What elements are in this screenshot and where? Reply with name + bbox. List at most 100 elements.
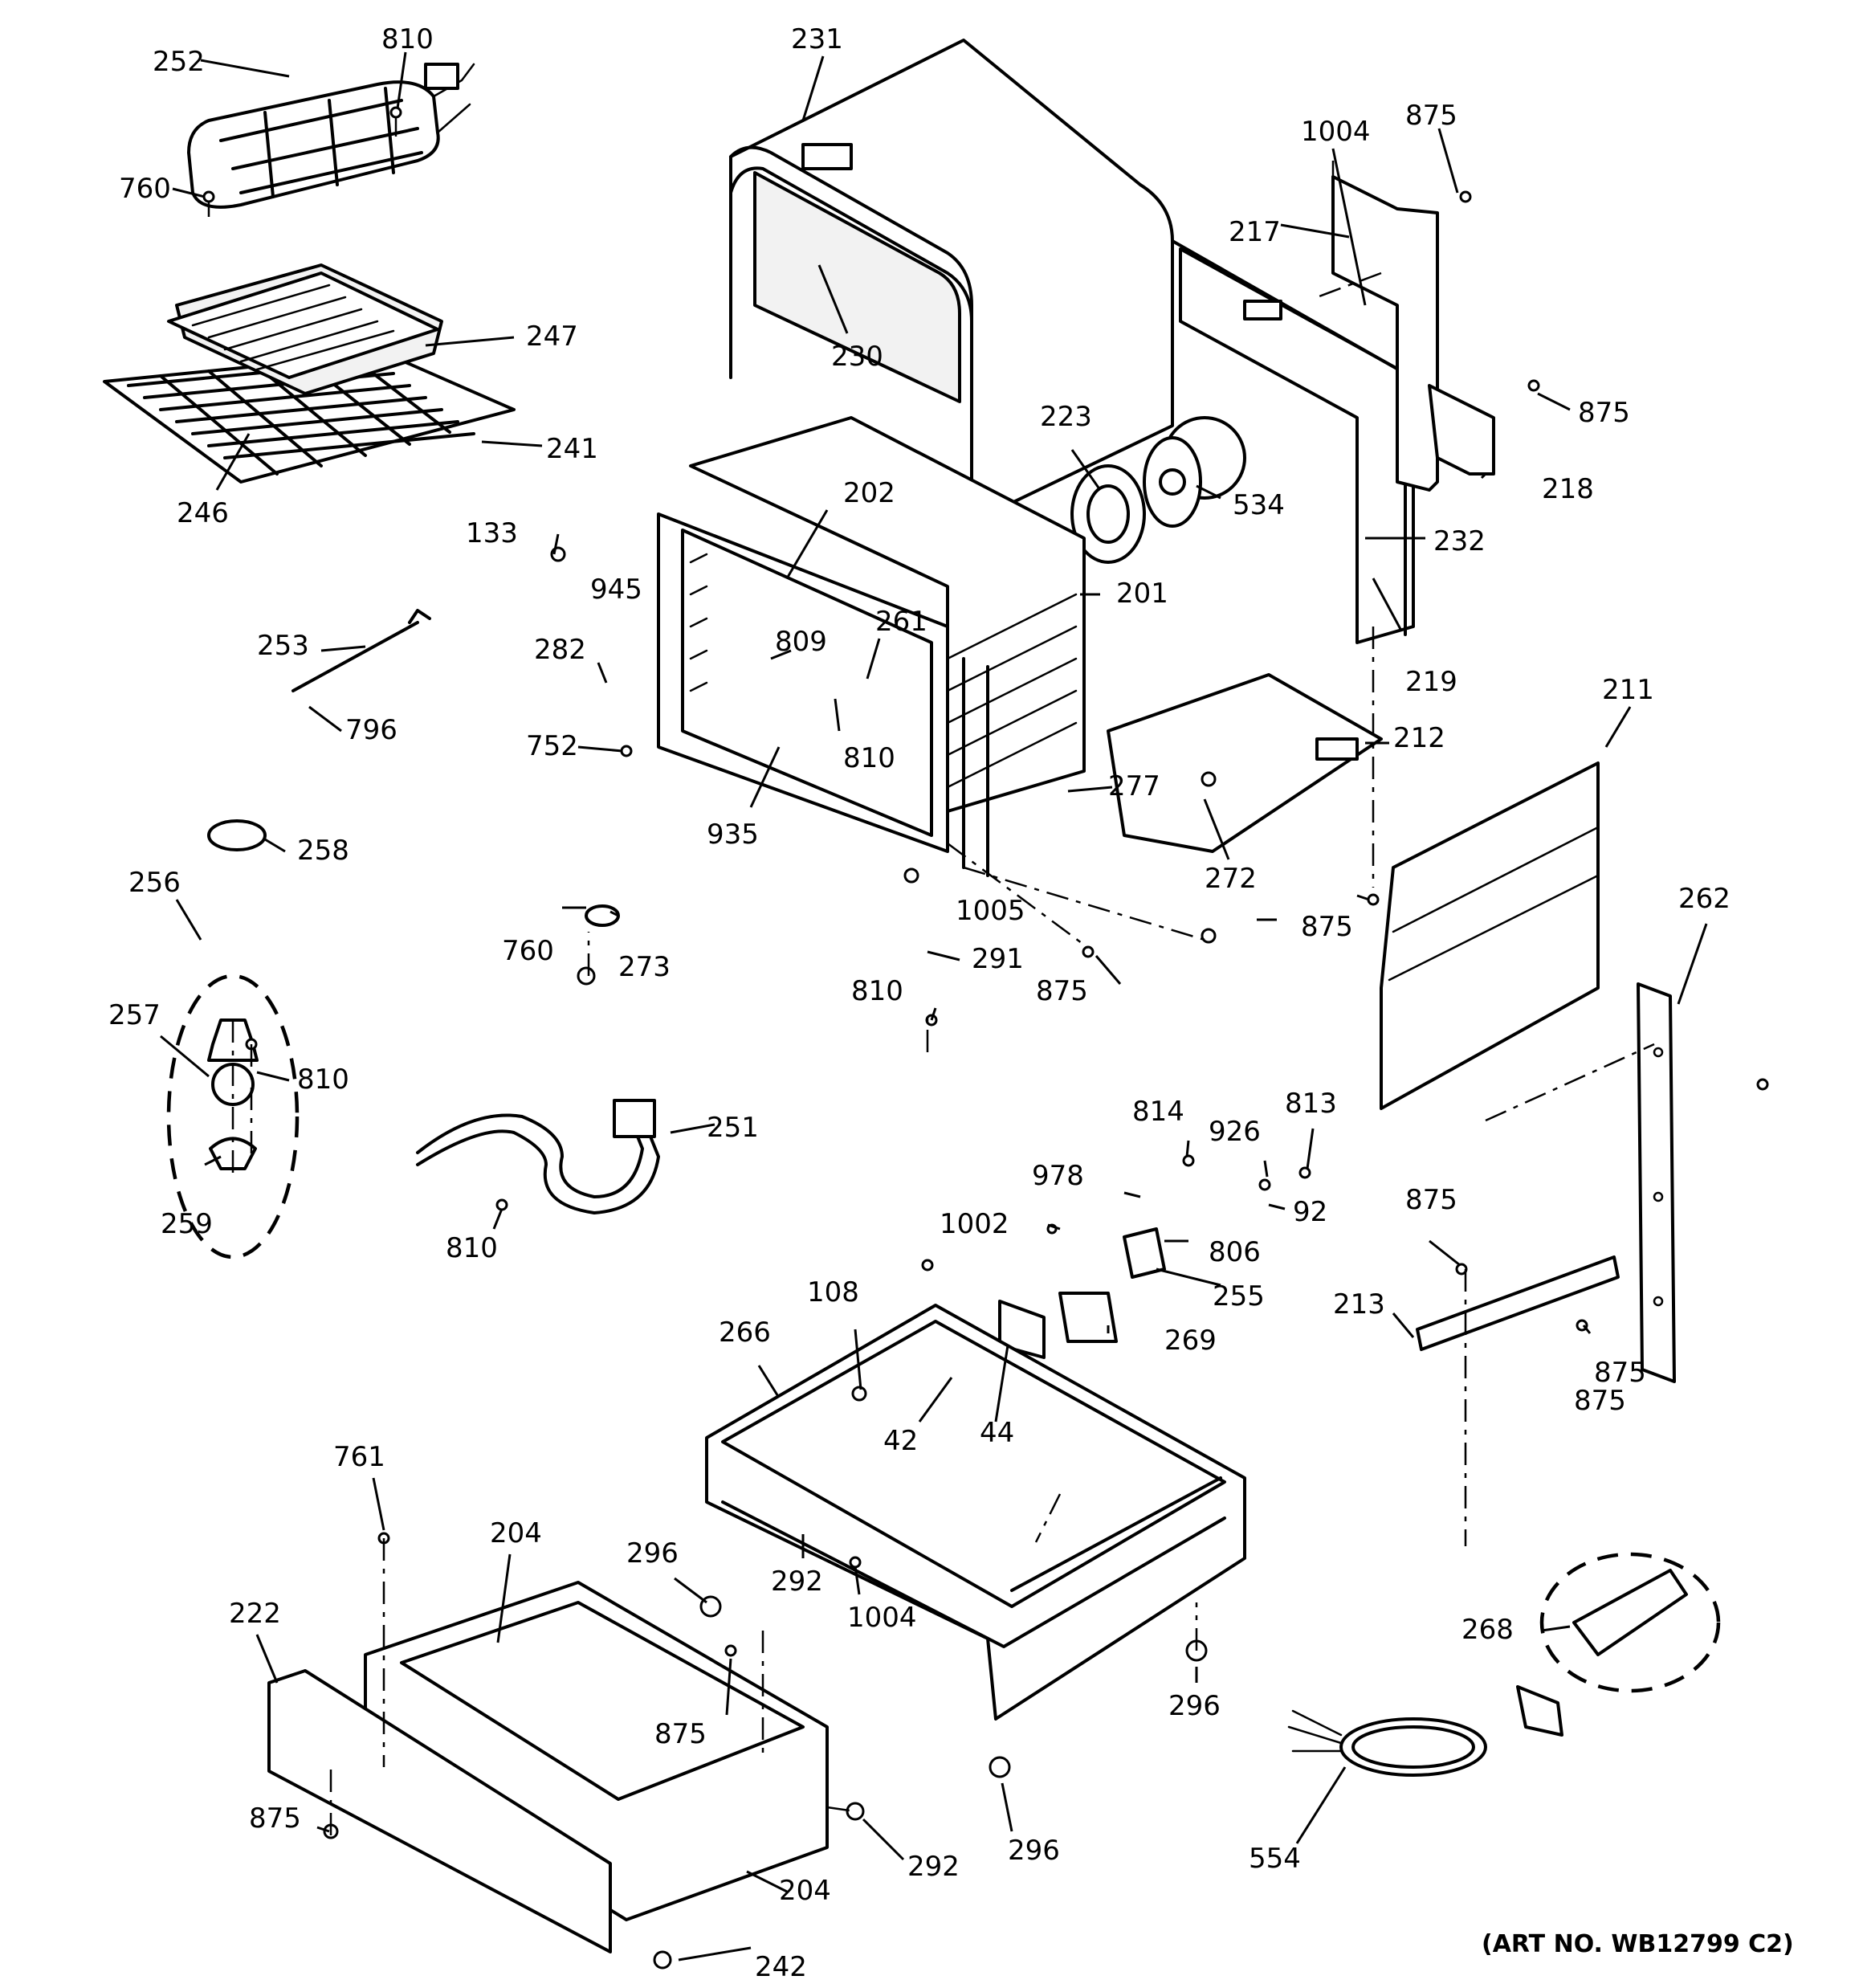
callout-810: 810 bbox=[381, 23, 434, 55]
callout-292: 292 bbox=[907, 1851, 960, 1883]
gasket-258 bbox=[207, 819, 267, 851]
callout-761: 761 bbox=[333, 1441, 385, 1473]
callout-760: 760 bbox=[119, 173, 171, 205]
callout-219: 219 bbox=[1405, 666, 1457, 698]
callout-935: 935 bbox=[707, 818, 759, 851]
storage-drawer bbox=[267, 1581, 829, 1953]
callout-223: 223 bbox=[1040, 401, 1092, 433]
callout-213: 213 bbox=[1333, 1288, 1385, 1321]
callout-1002: 1002 bbox=[940, 1208, 1009, 1240]
callout-752: 752 bbox=[526, 730, 578, 762]
callout-296: 296 bbox=[1168, 1690, 1221, 1722]
callout-204: 204 bbox=[779, 1875, 831, 1907]
callout-282: 282 bbox=[534, 634, 586, 666]
callout-945: 945 bbox=[590, 574, 642, 606]
callout-262: 262 bbox=[1678, 883, 1731, 915]
leader-lines bbox=[160, 51, 1708, 1961]
callout-273: 273 bbox=[618, 951, 671, 983]
rear-brackets bbox=[1331, 175, 1495, 492]
callout-814: 814 bbox=[1132, 1096, 1184, 1128]
callout-258: 258 bbox=[297, 835, 349, 867]
bake-element-251 bbox=[416, 1099, 660, 1214]
detail-268 bbox=[1539, 1552, 1721, 1693]
callout-296: 296 bbox=[626, 1537, 679, 1570]
callout-875: 875 bbox=[249, 1802, 301, 1835]
callout-1004: 1004 bbox=[1301, 116, 1371, 148]
callout-labels: 252 810 760 247 241 246 231 230 223 534 … bbox=[108, 23, 1794, 1983]
side-rail-262 bbox=[1637, 982, 1676, 1383]
callout-291: 291 bbox=[972, 943, 1024, 975]
callout-875: 875 bbox=[1578, 397, 1630, 429]
callout-875: 875 bbox=[1405, 1184, 1457, 1216]
callout-211: 211 bbox=[1602, 674, 1654, 706]
callout-810: 810 bbox=[446, 1232, 498, 1264]
sensor-253 bbox=[291, 609, 431, 692]
callout-217: 217 bbox=[1229, 216, 1281, 248]
callout-296: 296 bbox=[1008, 1835, 1060, 1867]
callout-222: 222 bbox=[229, 1598, 281, 1630]
bottom-panel-212 bbox=[1107, 673, 1383, 853]
broil-pan-and-rack bbox=[103, 263, 516, 484]
outer-wrapper-231 bbox=[729, 39, 1174, 524]
callout-810: 810 bbox=[851, 975, 903, 1007]
callout-247: 247 bbox=[526, 320, 578, 353]
callout-277: 277 bbox=[1108, 770, 1160, 802]
convection-fan bbox=[1070, 436, 1202, 564]
art-number: (ART NO. WB12799 C2) bbox=[1482, 1930, 1794, 1958]
callout-42: 42 bbox=[883, 1425, 918, 1457]
callout-242: 242 bbox=[755, 1951, 807, 1983]
callout-201: 201 bbox=[1116, 578, 1168, 610]
callout-810: 810 bbox=[843, 742, 895, 774]
callout-1005: 1005 bbox=[956, 895, 1025, 927]
callout-875: 875 bbox=[1594, 1357, 1646, 1389]
callout-44: 44 bbox=[980, 1417, 1014, 1449]
bottom-frame-266 bbox=[705, 1304, 1246, 1721]
callout-261: 261 bbox=[875, 606, 927, 638]
callout-253: 253 bbox=[257, 630, 309, 662]
callout-246: 246 bbox=[177, 497, 229, 529]
callout-257: 257 bbox=[108, 999, 161, 1031]
callout-202: 202 bbox=[843, 477, 895, 509]
callout-268: 268 bbox=[1461, 1614, 1514, 1646]
callout-92: 92 bbox=[1293, 1196, 1327, 1228]
callout-809: 809 bbox=[775, 626, 827, 658]
callout-204: 204 bbox=[490, 1517, 542, 1549]
callout-272: 272 bbox=[1205, 863, 1257, 895]
callout-534: 534 bbox=[1233, 489, 1285, 521]
callout-875: 875 bbox=[1036, 975, 1088, 1007]
callout-251: 251 bbox=[707, 1112, 759, 1144]
callout-875: 875 bbox=[1405, 100, 1457, 132]
callout-269: 269 bbox=[1164, 1325, 1217, 1357]
callout-241: 241 bbox=[546, 433, 598, 465]
callout-255: 255 bbox=[1213, 1280, 1265, 1312]
callout-875: 875 bbox=[654, 1718, 707, 1750]
callout-259: 259 bbox=[161, 1208, 213, 1240]
oven-liner bbox=[657, 416, 1086, 877]
rear-panel-211 bbox=[1380, 761, 1600, 1110]
callout-108: 108 bbox=[807, 1276, 859, 1308]
callout-266: 266 bbox=[719, 1316, 771, 1349]
assembly-lines bbox=[207, 116, 1655, 1835]
callout-212: 212 bbox=[1393, 722, 1445, 754]
callout-875: 875 bbox=[1301, 911, 1353, 943]
callout-252: 252 bbox=[153, 46, 205, 78]
part-273 bbox=[585, 904, 620, 927]
bracket-213 bbox=[1416, 1255, 1620, 1351]
callout-810: 810 bbox=[297, 1063, 349, 1096]
broil-element-part bbox=[187, 63, 475, 209]
callout-256: 256 bbox=[128, 867, 181, 899]
callout-1004: 1004 bbox=[847, 1602, 917, 1634]
callout-806: 806 bbox=[1209, 1236, 1261, 1268]
callout-760: 760 bbox=[502, 935, 554, 967]
callout-231: 231 bbox=[791, 23, 843, 55]
callout-232: 232 bbox=[1433, 525, 1486, 557]
power-cord-554 bbox=[1287, 1685, 1563, 1777]
callout-875: 875 bbox=[1574, 1385, 1626, 1417]
callout-926: 926 bbox=[1209, 1116, 1261, 1148]
callout-796: 796 bbox=[345, 714, 397, 746]
callout-230: 230 bbox=[831, 341, 883, 373]
callout-133: 133 bbox=[466, 517, 518, 549]
callout-218: 218 bbox=[1542, 473, 1594, 505]
callout-813: 813 bbox=[1285, 1088, 1337, 1120]
